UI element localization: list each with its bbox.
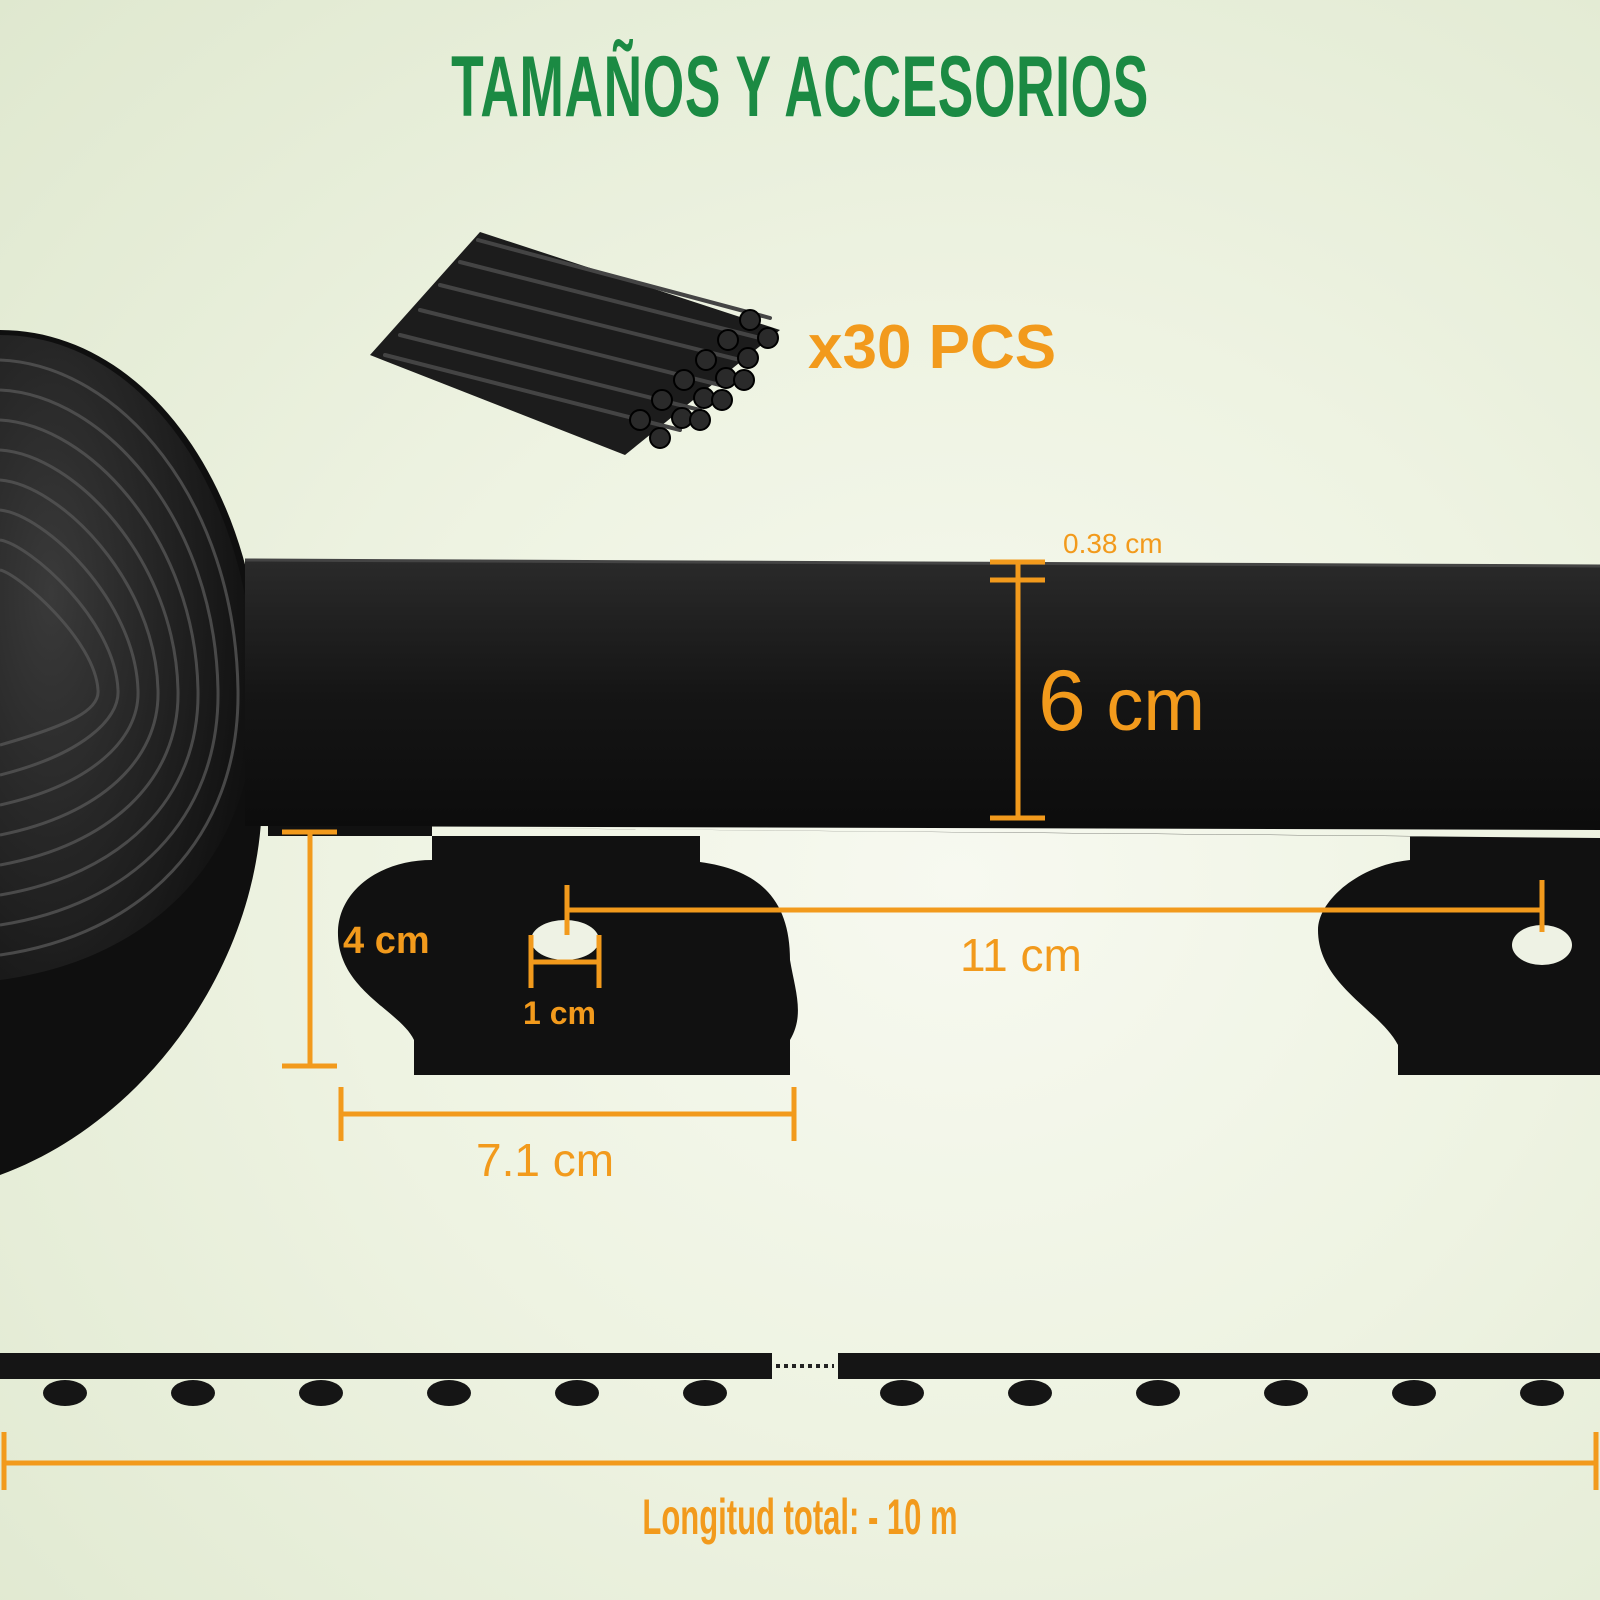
spacing-label: 11 cm	[960, 929, 1082, 981]
total-length-label: Longitud total: - 10 m	[642, 1489, 958, 1545]
stakes-quantity-label: x30 PCS	[808, 313, 1057, 382]
full-length-strip	[0, 1353, 1600, 1406]
tab-height-label: 4 cm	[343, 920, 430, 962]
thickness-label: 0.38 cm	[1063, 528, 1163, 559]
height-label: 6 cm	[1038, 652, 1205, 751]
tab-width-label: 7.1 cm	[476, 1134, 615, 1186]
edging-strip	[244, 558, 1600, 1075]
hole-diameter-label: 1 cm	[523, 995, 596, 1031]
stakes-bundle	[370, 232, 780, 455]
height-unit: cm	[1106, 663, 1206, 746]
dimension-lines	[1, 559, 1599, 1490]
edging-coil	[0, 330, 263, 1175]
height-number: 6	[1038, 653, 1086, 749]
page-title: TAMAÑOS Y ACCESORIOS	[451, 39, 1149, 135]
